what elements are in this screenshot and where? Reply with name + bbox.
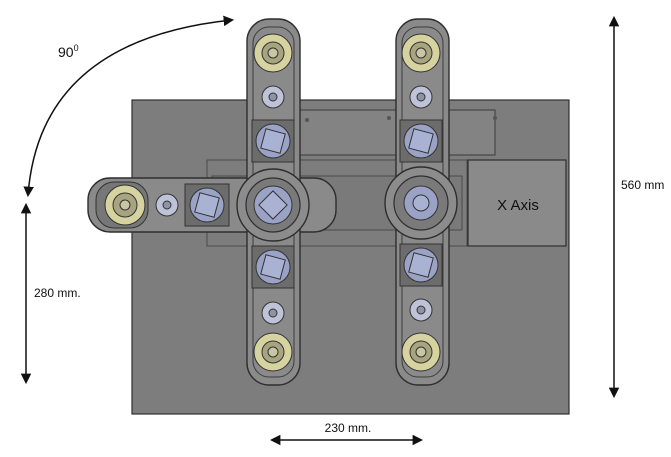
bearing-square bbox=[260, 254, 286, 280]
left-dimension-label: 280 mm. bbox=[34, 286, 81, 300]
height-dimension-label: 560 mm bbox=[621, 178, 664, 192]
screw bbox=[305, 118, 309, 122]
bearing-square bbox=[408, 128, 434, 154]
upper-plate bbox=[289, 109, 496, 156]
bearing-square bbox=[408, 252, 434, 278]
wheel-hub bbox=[415, 346, 427, 358]
angle-superscript: 0 bbox=[74, 43, 79, 53]
wheel-hub bbox=[415, 47, 427, 59]
screw bbox=[493, 116, 497, 120]
gear-icon bbox=[258, 190, 288, 220]
pulley-hub bbox=[416, 305, 426, 315]
wheel-hub bbox=[267, 47, 279, 59]
wheel-hub bbox=[267, 346, 279, 358]
pulley-hub bbox=[416, 92, 426, 102]
x-axis-block bbox=[467, 159, 567, 247]
pulley-hub bbox=[268, 308, 278, 318]
screw bbox=[387, 116, 391, 120]
wheel-hub bbox=[119, 199, 131, 211]
pulley-hub bbox=[268, 92, 278, 102]
x-axis-label: X Axis bbox=[497, 197, 539, 214]
curved-arrow-icon bbox=[23, 15, 235, 198]
bottom-dimension-label: 230 mm. bbox=[325, 421, 372, 435]
bearing-square bbox=[194, 192, 220, 218]
center-hub-core bbox=[412, 194, 430, 212]
bearing-square bbox=[260, 128, 286, 154]
pulley-hub bbox=[162, 200, 172, 210]
angle-label: 900 bbox=[58, 43, 79, 60]
